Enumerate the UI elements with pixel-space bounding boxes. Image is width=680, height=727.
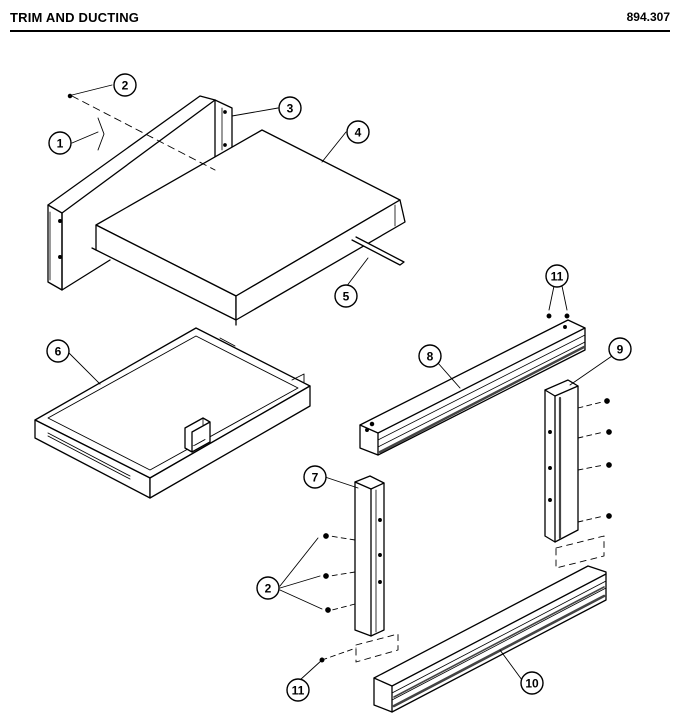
callout-9: 9 — [608, 337, 632, 361]
callout-10: 10 — [520, 671, 544, 695]
svg-text:11: 11 — [551, 270, 564, 284]
svg-text:10: 10 — [525, 677, 539, 691]
page-title: TRIM AND DUCTING — [10, 10, 140, 25]
svg-text:6: 6 — [55, 345, 62, 359]
callout-1: 1 — [48, 131, 72, 155]
svg-text:3: 3 — [287, 102, 294, 116]
part-right-side-trim — [544, 379, 605, 569]
part-bottom-trim-rail — [373, 565, 607, 713]
svg-text:5: 5 — [343, 290, 350, 304]
callout-4: 4 — [346, 120, 370, 144]
callout-7: 7 — [303, 465, 327, 489]
part-rail-rod — [351, 236, 405, 266]
svg-text:2: 2 — [122, 79, 129, 93]
part-left-side-trim — [354, 475, 399, 663]
header-rule — [10, 30, 670, 32]
svg-text:7: 7 — [312, 471, 319, 485]
callout-8: 8 — [418, 344, 442, 368]
callout-2-top: 2 — [113, 73, 137, 97]
callout-11-top: 11 — [545, 264, 569, 288]
part-base-pan — [34, 327, 311, 499]
callout-markers: 1 2 3 4 5 6 8 9 — [46, 73, 632, 702]
callout-2-lower: 2 — [256, 576, 280, 600]
callout-5: 5 — [334, 284, 358, 308]
part-top-trim-rail — [359, 319, 586, 456]
svg-text:2: 2 — [265, 582, 272, 596]
svg-text:9: 9 — [617, 343, 624, 357]
screws-right-side — [577, 398, 612, 523]
screws-left-side — [323, 533, 356, 613]
callout-3: 3 — [278, 96, 302, 120]
page-header: TRIM AND DUCTING 894.307 — [10, 8, 670, 32]
page-number: 894.307 — [626, 10, 670, 24]
svg-text:8: 8 — [427, 350, 434, 364]
part-top-cover — [91, 129, 406, 326]
callout-11-lower: 11 — [286, 678, 310, 702]
svg-text:1: 1 — [57, 137, 64, 151]
svg-text:4: 4 — [355, 126, 362, 140]
callout-6: 6 — [46, 339, 70, 363]
svg-text:11: 11 — [292, 684, 305, 698]
leader-lines — [66, 84, 613, 681]
